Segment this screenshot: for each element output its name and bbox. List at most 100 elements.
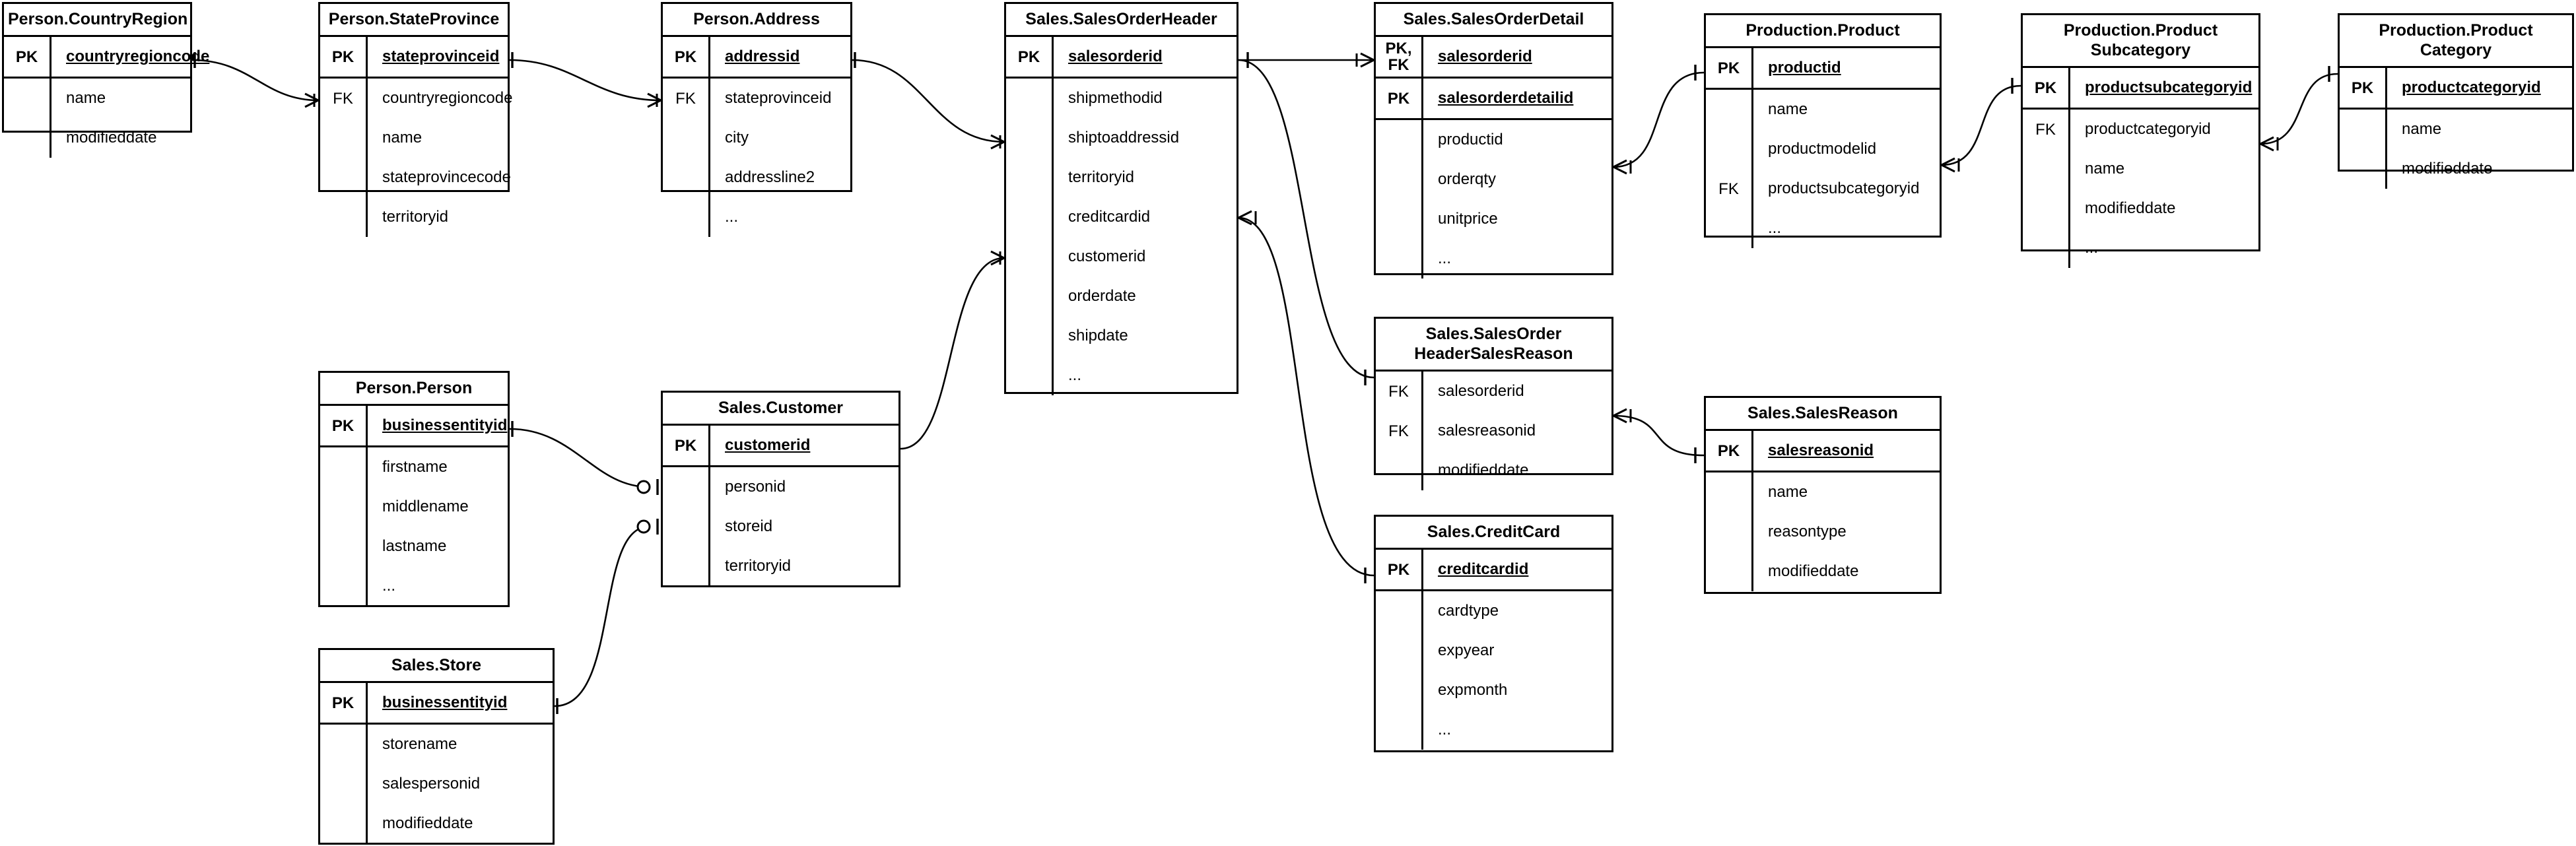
attribute-row[interactable]: modifieddate	[2340, 149, 2572, 189]
attribute-row[interactable]: modifieddate	[320, 804, 553, 843]
attribute-row[interactable]: territoryid	[1006, 158, 1237, 197]
attribute-row[interactable]: creditcardid	[1006, 197, 1237, 237]
attribute-name: name	[382, 129, 423, 146]
attribute-key-badge	[1706, 472, 1753, 512]
entity-title: Sales.SalesOrderHeader	[1006, 4, 1237, 37]
attribute-row[interactable]: ...	[2023, 228, 2258, 268]
attribute-key-badge	[1376, 120, 1423, 160]
attribute-row[interactable]: middlename	[320, 487, 508, 527]
attribute-row[interactable]: salespersonid	[320, 764, 553, 804]
attribute-row[interactable]: unitprice	[1376, 199, 1611, 239]
attribute-row[interactable]: city	[663, 118, 850, 158]
attribute-row[interactable]: ...	[1706, 209, 1940, 248]
attribute-row[interactable]: stateprovincecode	[320, 158, 511, 197]
attribute-row[interactable]: cardtype	[1376, 591, 1611, 631]
attribute-row[interactable]: ...	[1376, 710, 1611, 750]
attribute-row[interactable]: expmonth	[1376, 670, 1611, 710]
attribute-key-badge: PK	[1706, 431, 1753, 471]
attribute-row[interactable]: reasontype	[1706, 512, 1940, 552]
attribute-row[interactable]: personid	[663, 467, 898, 507]
attribute-row[interactable]: orderqty	[1376, 160, 1611, 199]
attribute-row[interactable]: territoryid	[320, 197, 508, 237]
attribute-row[interactable]: shipmethodid	[1006, 79, 1237, 118]
attribute-row[interactable]: shipdate	[1006, 316, 1237, 356]
attribute-key-badge	[1376, 451, 1423, 490]
attribute-name: customerid	[725, 436, 811, 454]
attribute-row[interactable]: firstname	[320, 447, 508, 487]
attribute-row[interactable]: orderdate	[1006, 277, 1237, 316]
attribute-row[interactable]: shiptoaddressid	[1006, 118, 1237, 158]
attribute-key-badge	[1006, 197, 1054, 237]
attribute-row[interactable]: ...	[1376, 239, 1611, 278]
attribute-row[interactable]: modifieddate	[2023, 189, 2258, 228]
attribute-row[interactable]: ...	[320, 566, 508, 606]
attribute-row[interactable]: name	[4, 79, 190, 118]
attribute-row[interactable]: customerid	[1006, 237, 1237, 277]
attribute-row[interactable]: lastname	[320, 527, 508, 566]
attribute-name: orderdate	[1068, 287, 1136, 305]
attribute-row[interactable]: modifieddate	[4, 118, 190, 158]
attribute-row[interactable]: addressline2	[663, 158, 850, 197]
attribute-row[interactable]: ...	[663, 197, 850, 237]
attribute-name: modifieddate	[1438, 461, 1529, 479]
attribute-row[interactable]: name	[2023, 149, 2258, 189]
entity-title: Sales.CreditCard	[1376, 517, 1611, 550]
attribute-name: productmodelid	[1768, 140, 1877, 158]
attribute-row[interactable]: name	[320, 118, 508, 158]
attribute-key-badge	[2023, 189, 2070, 228]
attribute-row[interactable]: ...	[1006, 356, 1237, 395]
attribute-name: ...	[725, 208, 739, 226]
attribute-row[interactable]: name	[1706, 90, 1940, 129]
attribute-name: salesorderid	[1438, 48, 1532, 65]
attribute-row[interactable]: modifieddate	[1706, 552, 1940, 591]
attribute-row[interactable]: storeid	[663, 507, 898, 546]
attribute-row[interactable]: productid	[1376, 120, 1611, 160]
attribute-row[interactable]: productmodelid	[1706, 129, 1940, 169]
attribute-row[interactable]: modifieddate	[1376, 451, 1611, 490]
attribute-row[interactable]: expyear	[1376, 631, 1611, 670]
link-store-customer	[554, 519, 659, 714]
attribute-row[interactable]: name	[2340, 110, 2572, 149]
attribute-key-badge	[1706, 209, 1753, 248]
attribute-row[interactable]: storename	[320, 725, 553, 764]
attribute-name: creditcardid	[1068, 208, 1151, 226]
attribute-row[interactable]: name	[1706, 472, 1940, 512]
attribute-row[interactable]: territoryid	[663, 546, 898, 586]
